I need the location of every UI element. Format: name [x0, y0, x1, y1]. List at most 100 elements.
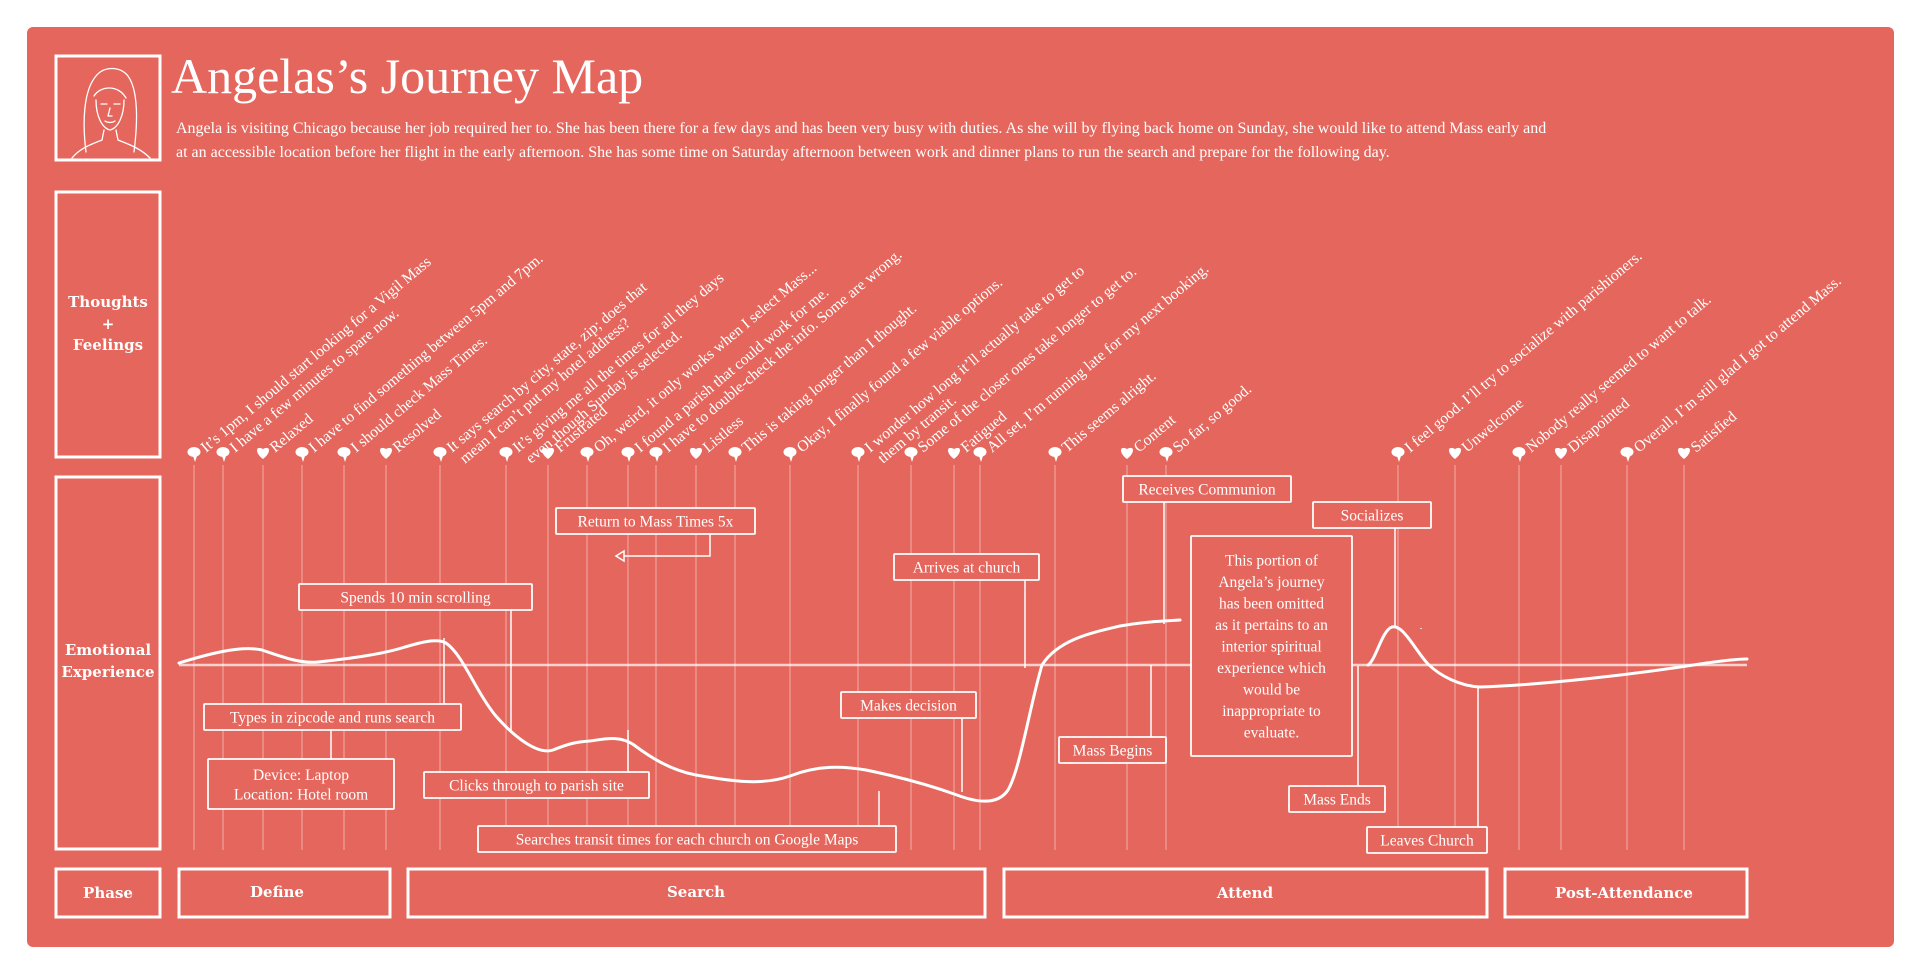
- thought-note: It’s 1pm, I should start looking for a V…: [187, 253, 435, 462]
- thought-note-text: Nobody really seemed to want to talk.: [1523, 291, 1715, 456]
- heart-icon: [689, 447, 703, 459]
- speech-bubble-icon: [851, 447, 865, 462]
- thought-note: Overall, I’m still glad I got to attend …: [1620, 273, 1845, 462]
- event-box-text: Spends 10 min scrolling: [340, 590, 491, 607]
- persona-drawing: [71, 67, 151, 159]
- event-box: Makes decision: [840, 691, 977, 719]
- event-box: Arrives at church: [893, 553, 1040, 581]
- event-box-text: Socializes: [1341, 508, 1404, 525]
- event-box: Receives Communion: [1122, 475, 1292, 503]
- thought-note-text: It’s 1pm, I should start looking for a V…: [198, 253, 435, 456]
- event-box: Mass Ends: [1288, 785, 1386, 813]
- event-box-text: Return to Mass Times 5x: [578, 514, 734, 531]
- event-connectors: [330, 502, 1479, 827]
- event-box: Clicks through to parish site: [423, 771, 650, 799]
- speech-bubble-icon: [728, 447, 742, 462]
- thought-note: Nobody really seemed to want to talk.: [1512, 291, 1715, 462]
- event-box: Mass Begins: [1058, 736, 1167, 764]
- phase-post-attendance-label: Post-Attendance: [1555, 884, 1693, 902]
- phase-attend: Attend: [1002, 867, 1489, 919]
- event-box: Return to Mass Times 5x: [555, 507, 756, 535]
- heart-icon: [1448, 447, 1462, 459]
- speech-bubble-icon: [1512, 447, 1526, 462]
- phase-define: Define: [177, 867, 392, 919]
- heart-icon: [1677, 447, 1691, 459]
- event-box-text: Angela’s journey: [1218, 574, 1325, 591]
- event-box: Spends 10 min scrolling: [298, 583, 533, 611]
- thought-note-text: So far, so good.: [1170, 381, 1255, 456]
- speech-bubble-icon: [904, 447, 918, 462]
- event-box: Searches transit times for each church o…: [477, 825, 897, 853]
- phase-attend-label: Attend: [1216, 884, 1274, 902]
- row-label-phase: Phase: [54, 867, 162, 919]
- speech-bubble-icon: [973, 447, 987, 462]
- speech-bubble-icon: [1159, 447, 1173, 462]
- phase-post-attendance: Post-Attendance: [1503, 867, 1749, 919]
- emotion-curve: [177, 618, 1182, 803]
- heart-icon: [1554, 447, 1568, 459]
- heart-icon: [256, 447, 270, 459]
- return-arrow: [614, 534, 711, 563]
- speech-bubble-icon: [187, 447, 201, 462]
- speech-bubble-icon: [1620, 447, 1634, 462]
- event-box-text: Mass Begins: [1073, 743, 1153, 760]
- event-box-text: Receives Communion: [1138, 482, 1276, 499]
- speech-bubble-icon: [216, 447, 230, 462]
- row-label-thoughts-line-1: Thoughts: [68, 293, 148, 311]
- timeline-guides: [193, 465, 1685, 850]
- event-box-text: Leaves Church: [1380, 833, 1474, 850]
- thought-note: I feel good. I’ll try to socialize with …: [1391, 248, 1645, 462]
- row-label-emotional-line-2: Experience: [61, 663, 154, 681]
- speech-bubble-icon: [433, 447, 447, 462]
- thought-note-text: Content: [1131, 411, 1180, 456]
- persona-portrait: [54, 54, 162, 162]
- speech-bubble-icon: [499, 447, 513, 462]
- event-box-text: Types in zipcode and runs search: [230, 710, 435, 727]
- event-box-text: evaluate.: [1244, 725, 1300, 742]
- row-label-emotional-line-1: Emotional: [65, 641, 152, 659]
- event-box: Leaves Church: [1366, 826, 1488, 854]
- heart-icon: [947, 447, 961, 459]
- speech-bubble-icon: [295, 447, 309, 462]
- thought-note-text: Satisfied: [1688, 408, 1741, 456]
- phase-search-label: Search: [667, 883, 725, 901]
- speech-bubble-icon: [580, 447, 594, 462]
- thought-notes: It’s 1pm, I should start looking for a V…: [187, 246, 1845, 467]
- heart-icon: [541, 447, 555, 459]
- event-box: Types in zipcode and runs search: [203, 703, 462, 731]
- event-box-text: Arrives at church: [913, 560, 1021, 577]
- emotion-curve-post: [1366, 625, 1749, 689]
- speech-bubble-icon: [1048, 447, 1062, 462]
- event-box-text: Device: Laptop: [253, 767, 349, 784]
- event-box-text: Makes decision: [860, 698, 957, 715]
- row-label-thoughts-line-3: Feelings: [73, 336, 143, 354]
- speech-bubble-icon: [1391, 447, 1405, 462]
- event-box-text: interior spiritual: [1221, 639, 1321, 656]
- event-box-text: inappropriate to: [1222, 703, 1321, 720]
- description-line-2: at an accessible location before her fli…: [176, 144, 1390, 161]
- page-title: Angelas’s Journey Map: [171, 48, 643, 104]
- event-box-text: Location: Hotel room: [234, 786, 368, 803]
- row-label-thoughts-line-2: +: [102, 315, 115, 333]
- event-box-text: as it pertains to an: [1215, 617, 1328, 634]
- heart-icon: [1120, 447, 1134, 459]
- event-box-text: would be: [1243, 682, 1300, 699]
- event-box-text: Clicks through to parish site: [449, 778, 624, 795]
- thought-note-text: Overall, I’m still glad I got to attend …: [1631, 273, 1845, 456]
- event-box-text: experience which: [1217, 660, 1326, 677]
- event-box-text: Mass Ends: [1303, 792, 1371, 809]
- event-box: Socializes: [1312, 501, 1432, 529]
- description-line-1: Angela is visiting Chicago because her j…: [176, 120, 1546, 137]
- phase-search: Search: [406, 867, 987, 919]
- heart-icon: [379, 447, 393, 459]
- row-label-thoughts: Thoughts + Feelings: [54, 190, 162, 459]
- speech-bubble-icon: [621, 447, 635, 462]
- phase-define-label: Define: [250, 883, 304, 901]
- row-label-emotional: Emotional Experience: [54, 475, 162, 851]
- event-box-text: This portion of: [1225, 553, 1319, 570]
